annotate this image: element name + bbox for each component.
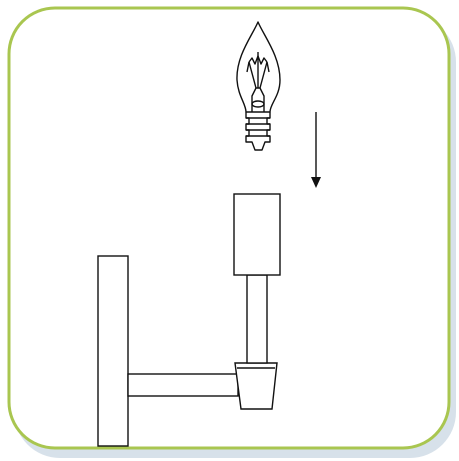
candle-bulb-icon	[236, 21, 281, 151]
wall-plate	[97, 255, 129, 447]
bulb-socket	[233, 193, 281, 276]
sconce-arm	[127, 373, 239, 397]
candle-tube	[246, 274, 268, 364]
candle-cup	[234, 362, 278, 410]
down-arrow-icon	[311, 112, 321, 188]
wall-sconce-icon	[97, 193, 281, 447]
